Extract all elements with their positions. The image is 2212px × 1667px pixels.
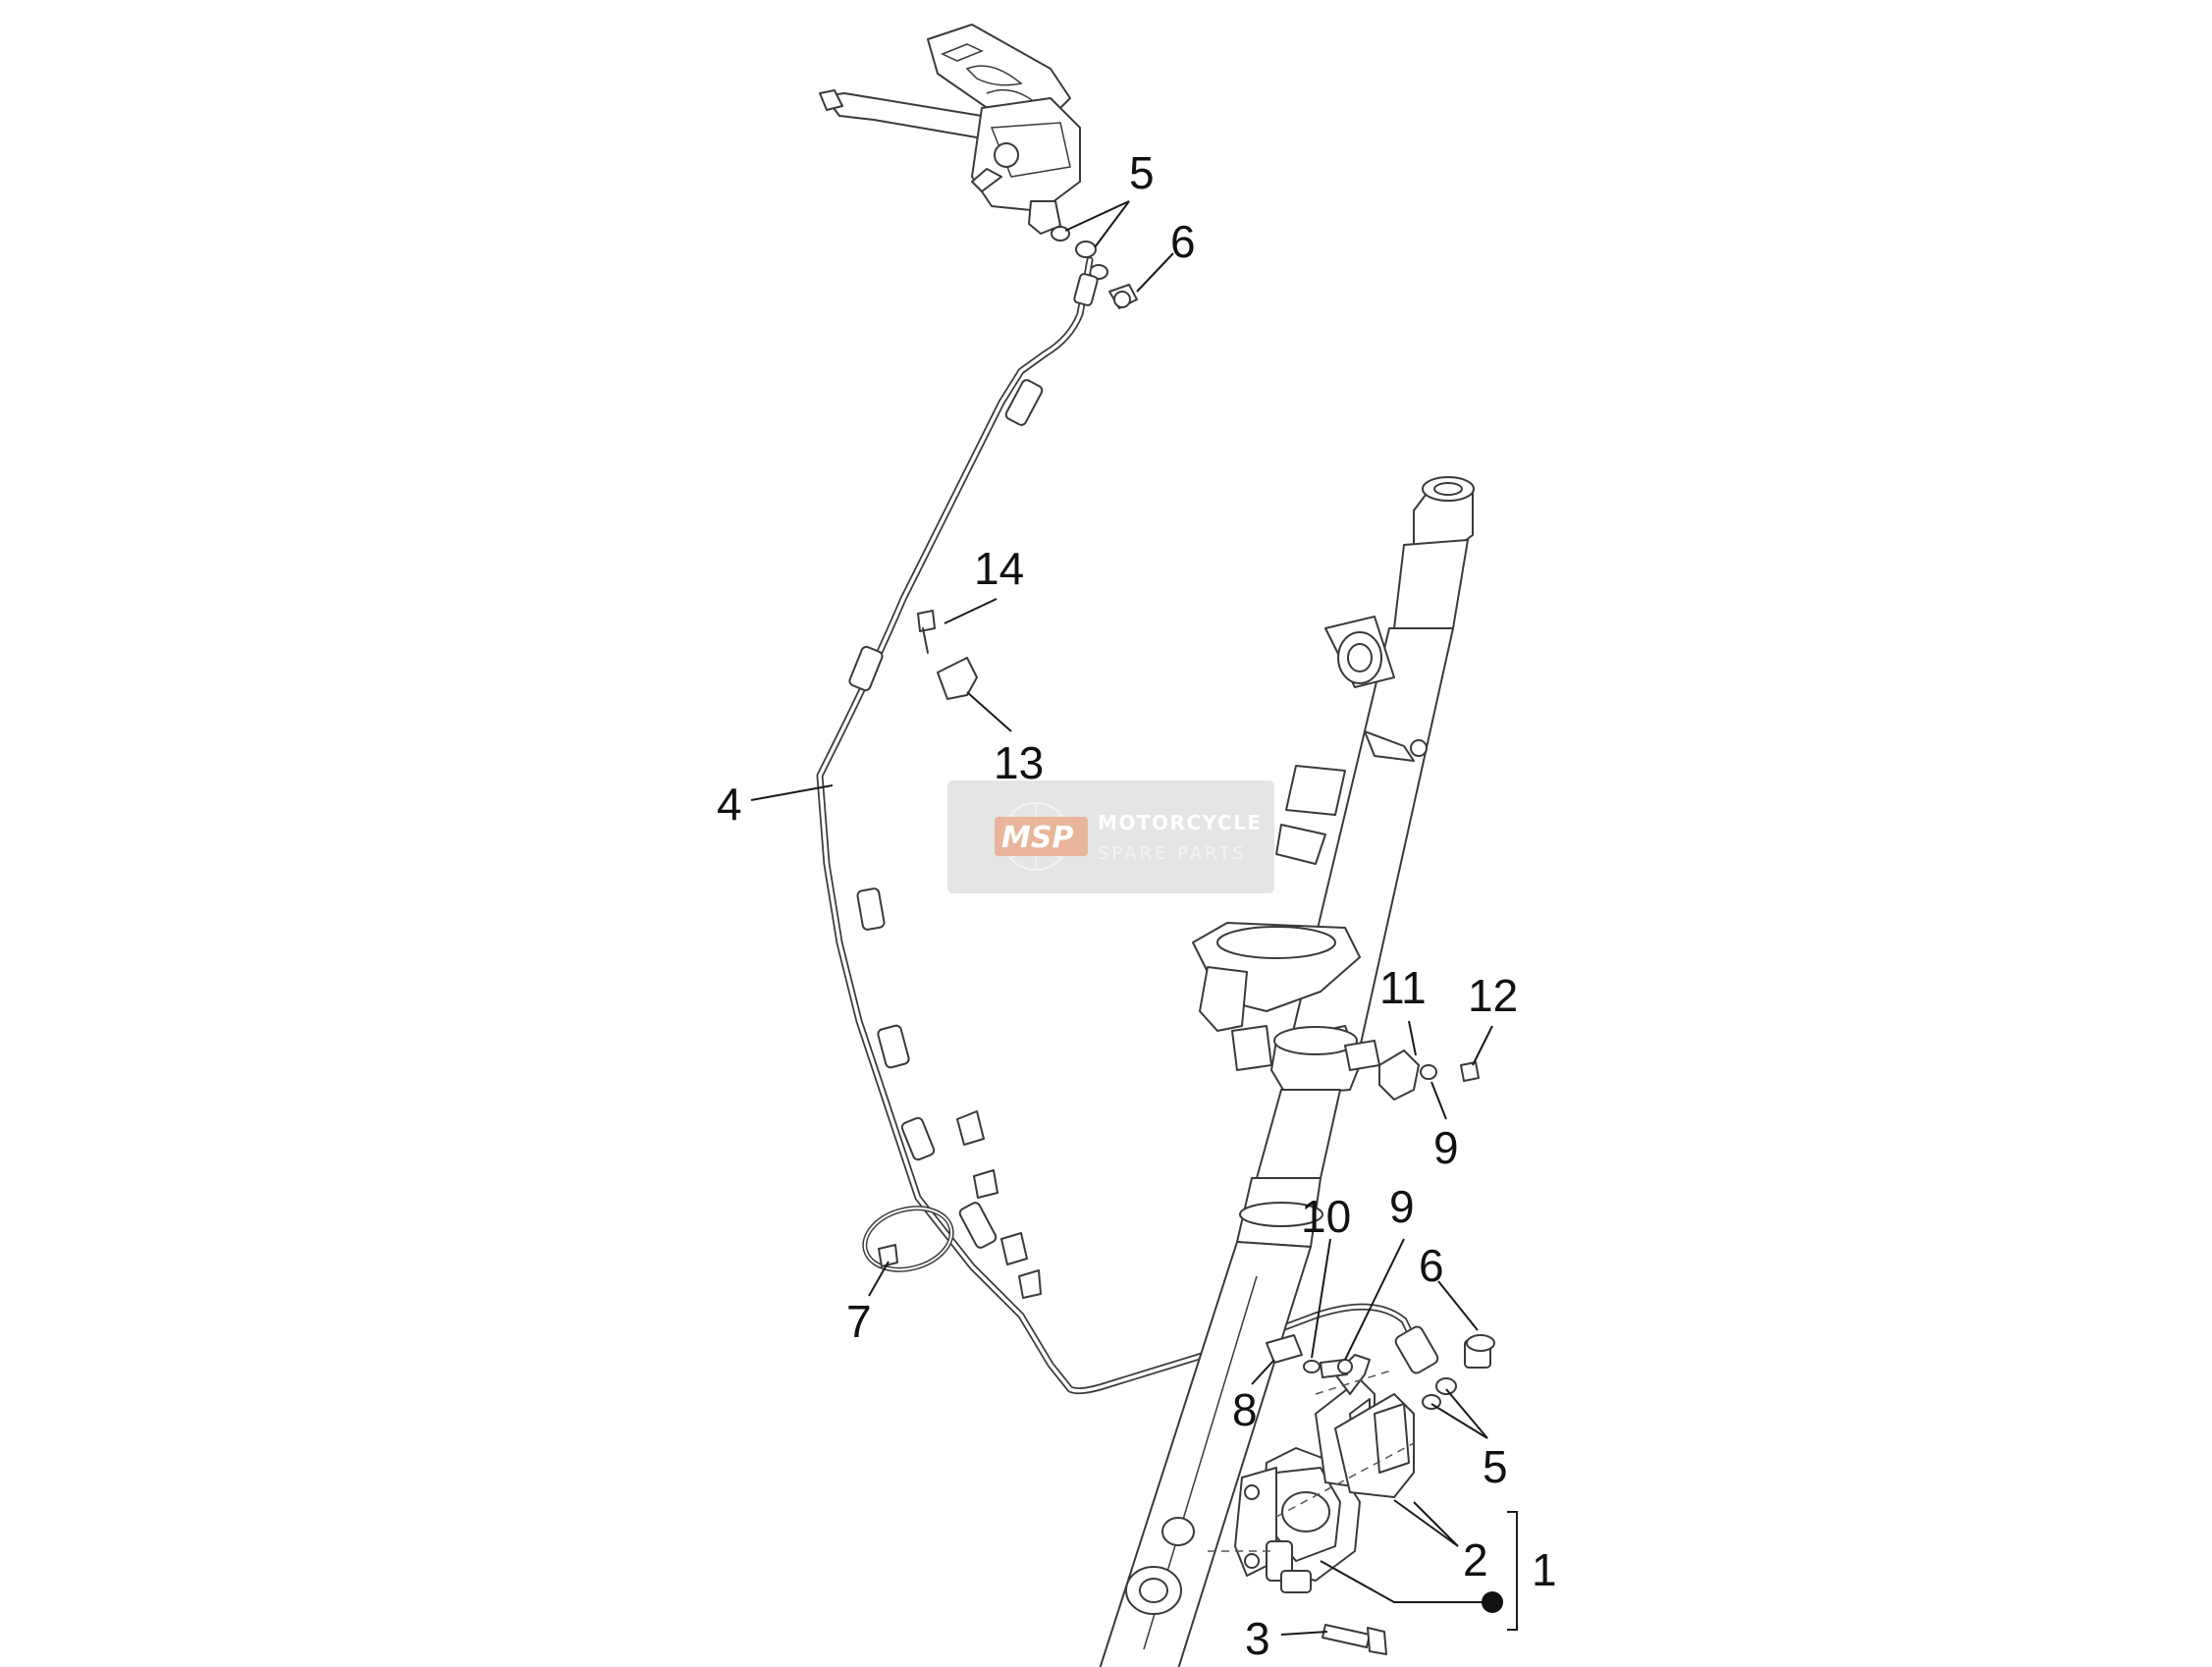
callout-12: 12 (1468, 970, 1518, 1021)
callout-9-right: 9 (1433, 1122, 1459, 1173)
kit-marker-dot (1482, 1591, 1503, 1613)
watermark-logo-text: MSP (1001, 821, 1073, 855)
lower-banjo-fitting (1422, 1334, 1495, 1410)
hose-clamp-assembly (1378, 1049, 1480, 1101)
brake-hose (816, 256, 1439, 1395)
callout-7: 7 (846, 1296, 872, 1347)
callout-5-lower: 5 (1483, 1441, 1508, 1492)
callout-10: 10 (1301, 1191, 1351, 1242)
watermark-line2: SPARE PARTS (1098, 843, 1247, 864)
front-fork-assembly (1099, 476, 1475, 1667)
callout-5-top: 5 (1129, 147, 1155, 198)
pad-spring (1334, 1354, 1371, 1395)
callout-13: 13 (994, 737, 1044, 788)
callout-6-top: 6 (1170, 216, 1196, 267)
hose-guide-clip (917, 610, 978, 700)
callout-4: 4 (717, 779, 742, 830)
callout-1: 1 (1532, 1544, 1557, 1595)
brake-lever-assembly (819, 24, 1081, 235)
callout-11: 11 (1379, 962, 1427, 1013)
leader-lines (750, 200, 1518, 1636)
callout-6-lower: 6 (1419, 1240, 1444, 1291)
callout-9-lower: 9 (1389, 1181, 1415, 1232)
watermark-panel (947, 780, 1274, 893)
callout-8: 8 (1232, 1384, 1258, 1435)
callout-2: 2 (1463, 1534, 1488, 1586)
caliper-bolt (1322, 1624, 1387, 1655)
callout-14: 14 (974, 543, 1024, 594)
brake-caliper (1234, 1447, 1361, 1593)
bleed-valve-parts (1266, 1334, 1353, 1378)
hose-strap (862, 1206, 954, 1272)
watermark: MSP MOTORCYCLE SPARE PARTS (947, 780, 1274, 893)
callout-labels: 5 6 14 13 4 11 12 9 10 9 6 5 2 1 7 8 3 (717, 147, 1557, 1664)
watermark-line1: MOTORCYCLE (1098, 811, 1262, 834)
callout-3: 3 (1245, 1613, 1270, 1664)
brake-pads (1315, 1378, 1415, 1498)
watermark-logo: MSP (995, 802, 1088, 871)
upper-banjo-fitting (1051, 226, 1138, 309)
